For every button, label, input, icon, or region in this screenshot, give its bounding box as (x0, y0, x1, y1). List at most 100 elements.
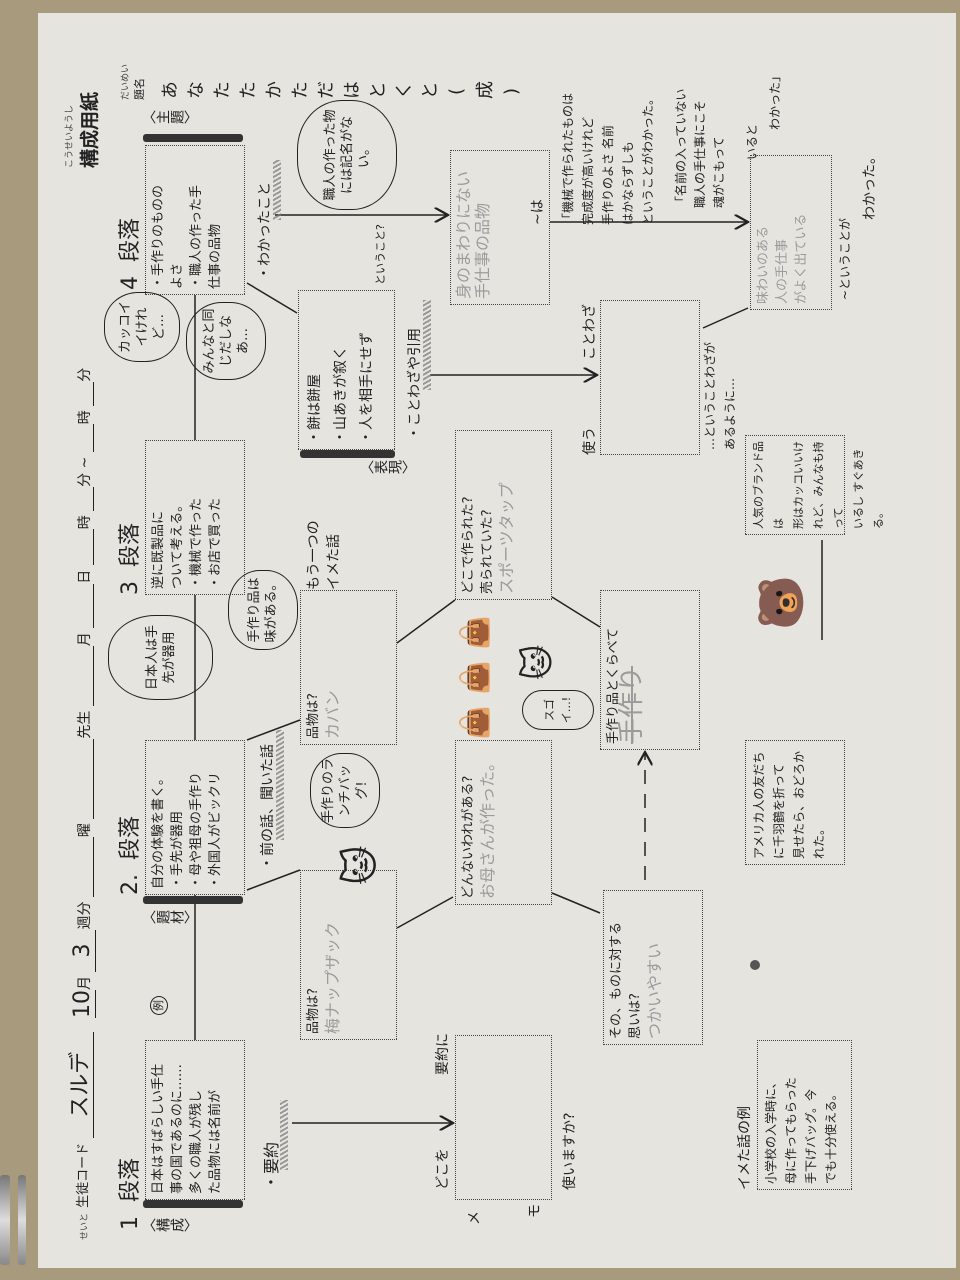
text-line: 事の国であるのに…… (170, 1064, 185, 1194)
compare-box[interactable]: 手作り品とくらべて 手作り (600, 590, 700, 750)
paragraph-tag: 〈主題〉 (142, 110, 198, 126)
daimei-label: 題名 (133, 78, 146, 100)
paragraph-4-heading: 4 段落 (112, 218, 144, 290)
item-box-2[interactable]: 品物は? カバン (300, 590, 397, 745)
thought-bubble: カッコイイけれど… (104, 292, 180, 362)
origin-box[interactable]: どんないわれがある? お母さんが作った。 (455, 740, 552, 905)
week-value[interactable]: 3 (70, 929, 96, 972)
thought-bubble: みんなと同じだしなあ… (186, 302, 266, 380)
example-box-2: アメリカ人の友だちに千羽鶴を折って見せたら、おどろかれた。 (745, 740, 845, 865)
connector-line (396, 599, 456, 644)
feelings-box[interactable]: その、ものに対する 思いは? つかいやすい (603, 890, 703, 1045)
thought-bubble: 日本人は手先が器用 (108, 615, 213, 700)
text-line: イメた話 (326, 534, 342, 590)
highlight-bar (300, 450, 395, 458)
text-line: …ということわざが (703, 341, 717, 450)
month-label: 月 (77, 632, 93, 647)
title-text: 構成用紙 (79, 91, 101, 168)
answer-text: お母さんが作った。 (478, 754, 497, 899)
label-wakatta-small: わかった」 (768, 69, 782, 130)
paragraph-tag: 〈題材〉 (142, 910, 198, 926)
paragraph-2-box[interactable]: 自分の体験を書く。・手先が器用・母や祖母の手作り・外国人がビックリ (145, 740, 245, 895)
example-box-3: 人気のブランド品は形はカッコいいけれど、みんなも持っているし すぐあきる。 (745, 435, 885, 535)
date-row: 10月 3週分 曜 先生 月 日 時 分 ~ 時 分 (70, 368, 96, 1018)
label-wakatta: わかった。 (862, 150, 878, 220)
text-line: 手下げバッグ。今 (804, 1088, 818, 1184)
proverb-box[interactable]: ・餅は餅屋・山あきが叙く・人を相手にせず (298, 290, 395, 450)
example-circle-mark: 例 (150, 996, 168, 1015)
note-proverb: ・ことわざや引用 (407, 328, 423, 440)
text-line: 「機械で作られたものは (561, 92, 575, 225)
text-line: ・手作りのものの (151, 184, 166, 289)
student-code: せいと 生徒コード スルデ (62, 1031, 94, 1240)
highlight-bar (143, 134, 243, 142)
highlight-bar (143, 896, 243, 904)
bear-with-crane-drawing-icon: 🐻 (756, 575, 807, 630)
text-line: 自分の体験を書く。 (151, 771, 166, 889)
label-toiu: ~ということが (838, 217, 852, 300)
text-line: 人気のブランド品は (752, 441, 785, 529)
question-label: どこで作られた? (461, 496, 476, 594)
sheet-title: こうせいようし 構成用紙 (62, 92, 102, 168)
text-line: はかならずしも (621, 141, 635, 225)
label-wa: ~は (530, 199, 546, 225)
teacher-label: 先生 (77, 710, 93, 739)
answer-text: つかいやすい (645, 942, 664, 1039)
text-line: ・餅は餅屋 (307, 374, 323, 444)
paragraph-4-box[interactable]: ・手作りのもののよさ・職人の作った手仕事の品物 (145, 145, 245, 295)
conclusion-box[interactable]: 味わいのある 人の手仕事 がよく出ている (750, 155, 832, 310)
text-line: 形はカッコいいけ (792, 441, 805, 529)
proverb-as-text: …ということわざがあるように… (700, 342, 740, 450)
text-line: 仕事の品物 (208, 223, 223, 289)
note-another-story: もう一つのイメた話 (304, 520, 344, 590)
paragraph-3-box[interactable]: 逆に既製品について考える。・機械で作った・お店で買った (145, 440, 245, 595)
text-line: もう一つの (306, 520, 322, 590)
text-line: 完成度が高いけれど (581, 116, 595, 225)
label-use: 使いますか? (562, 1112, 578, 1190)
text-line: ・お店で買った (208, 497, 223, 589)
student-code-value[interactable]: スルデ (68, 1031, 94, 1138)
made-where-box[interactable]: どこで作られた? 売られていた? スポーツタップ (455, 430, 552, 600)
summary-box[interactable] (455, 1035, 552, 1200)
daimei: だいめい 題名 (118, 64, 147, 100)
answer-text: 梅ナップザック (323, 921, 342, 1034)
paragraph-3-heading: 3 段落 (112, 523, 144, 595)
question-label: どんないわれがある? (461, 775, 476, 899)
paragraph-number: 1 (118, 1216, 143, 1230)
connector-line (702, 307, 749, 329)
paragraph-label: 段落 (118, 1157, 143, 1202)
text-line: ついて考える。 (170, 498, 185, 589)
question-label: 品物は? (306, 693, 321, 739)
text-line: 職人の手仕事にこそ (693, 100, 707, 208)
answer-text: 味わいのある (756, 225, 771, 304)
paragraph-1-box[interactable]: 日本はすばらしい手仕事の国であるのに……多くの職人が残した品物には名前が (145, 1040, 245, 1200)
handcraft-item-box[interactable]: 身のまわりにない 手仕事の品物 (450, 150, 550, 305)
note-learned: ・わかったこと (257, 182, 273, 280)
text-line: 逆に既製品に (151, 510, 166, 589)
speech-bubble: スゴイ…! (522, 690, 594, 730)
question-label: その、ものに対する (609, 921, 624, 1039)
bag-drawings-icon: 👜👜👜 (458, 605, 491, 740)
text-line: 見せたら、おどろか (792, 750, 806, 859)
item-box-1[interactable]: 品物は? 梅ナップザック (300, 870, 397, 1040)
month-unit: 月 (77, 976, 93, 990)
memo-char: メ (467, 1211, 483, 1225)
connector-line (246, 719, 301, 741)
title-chars: あなたたかただはとくと (160, 81, 446, 102)
paragraph-label: 段落 (118, 815, 143, 860)
text-line: 多くの職人が残し (189, 1089, 204, 1194)
month-value[interactable]: 10 (70, 990, 96, 1018)
question-label: 思いは? (628, 993, 643, 1039)
highlight-bar (143, 1200, 243, 1208)
text-line: 「名前の入っていない (674, 88, 688, 208)
text-line: ・山あきが叙く (333, 346, 349, 444)
paragraph-2-heading: 2. 段落 (112, 816, 144, 895)
day-label: 日 (77, 569, 93, 584)
text-line: れた。 (812, 822, 826, 859)
proverb-input-box[interactable] (600, 300, 700, 455)
ruby: せいと (80, 1212, 90, 1240)
text-line: アメリカ人の友だち (752, 751, 766, 859)
text-line: れど、みんなも持って (812, 441, 845, 529)
text-line: よさ (170, 262, 185, 289)
pencil-smudge (276, 730, 284, 840)
